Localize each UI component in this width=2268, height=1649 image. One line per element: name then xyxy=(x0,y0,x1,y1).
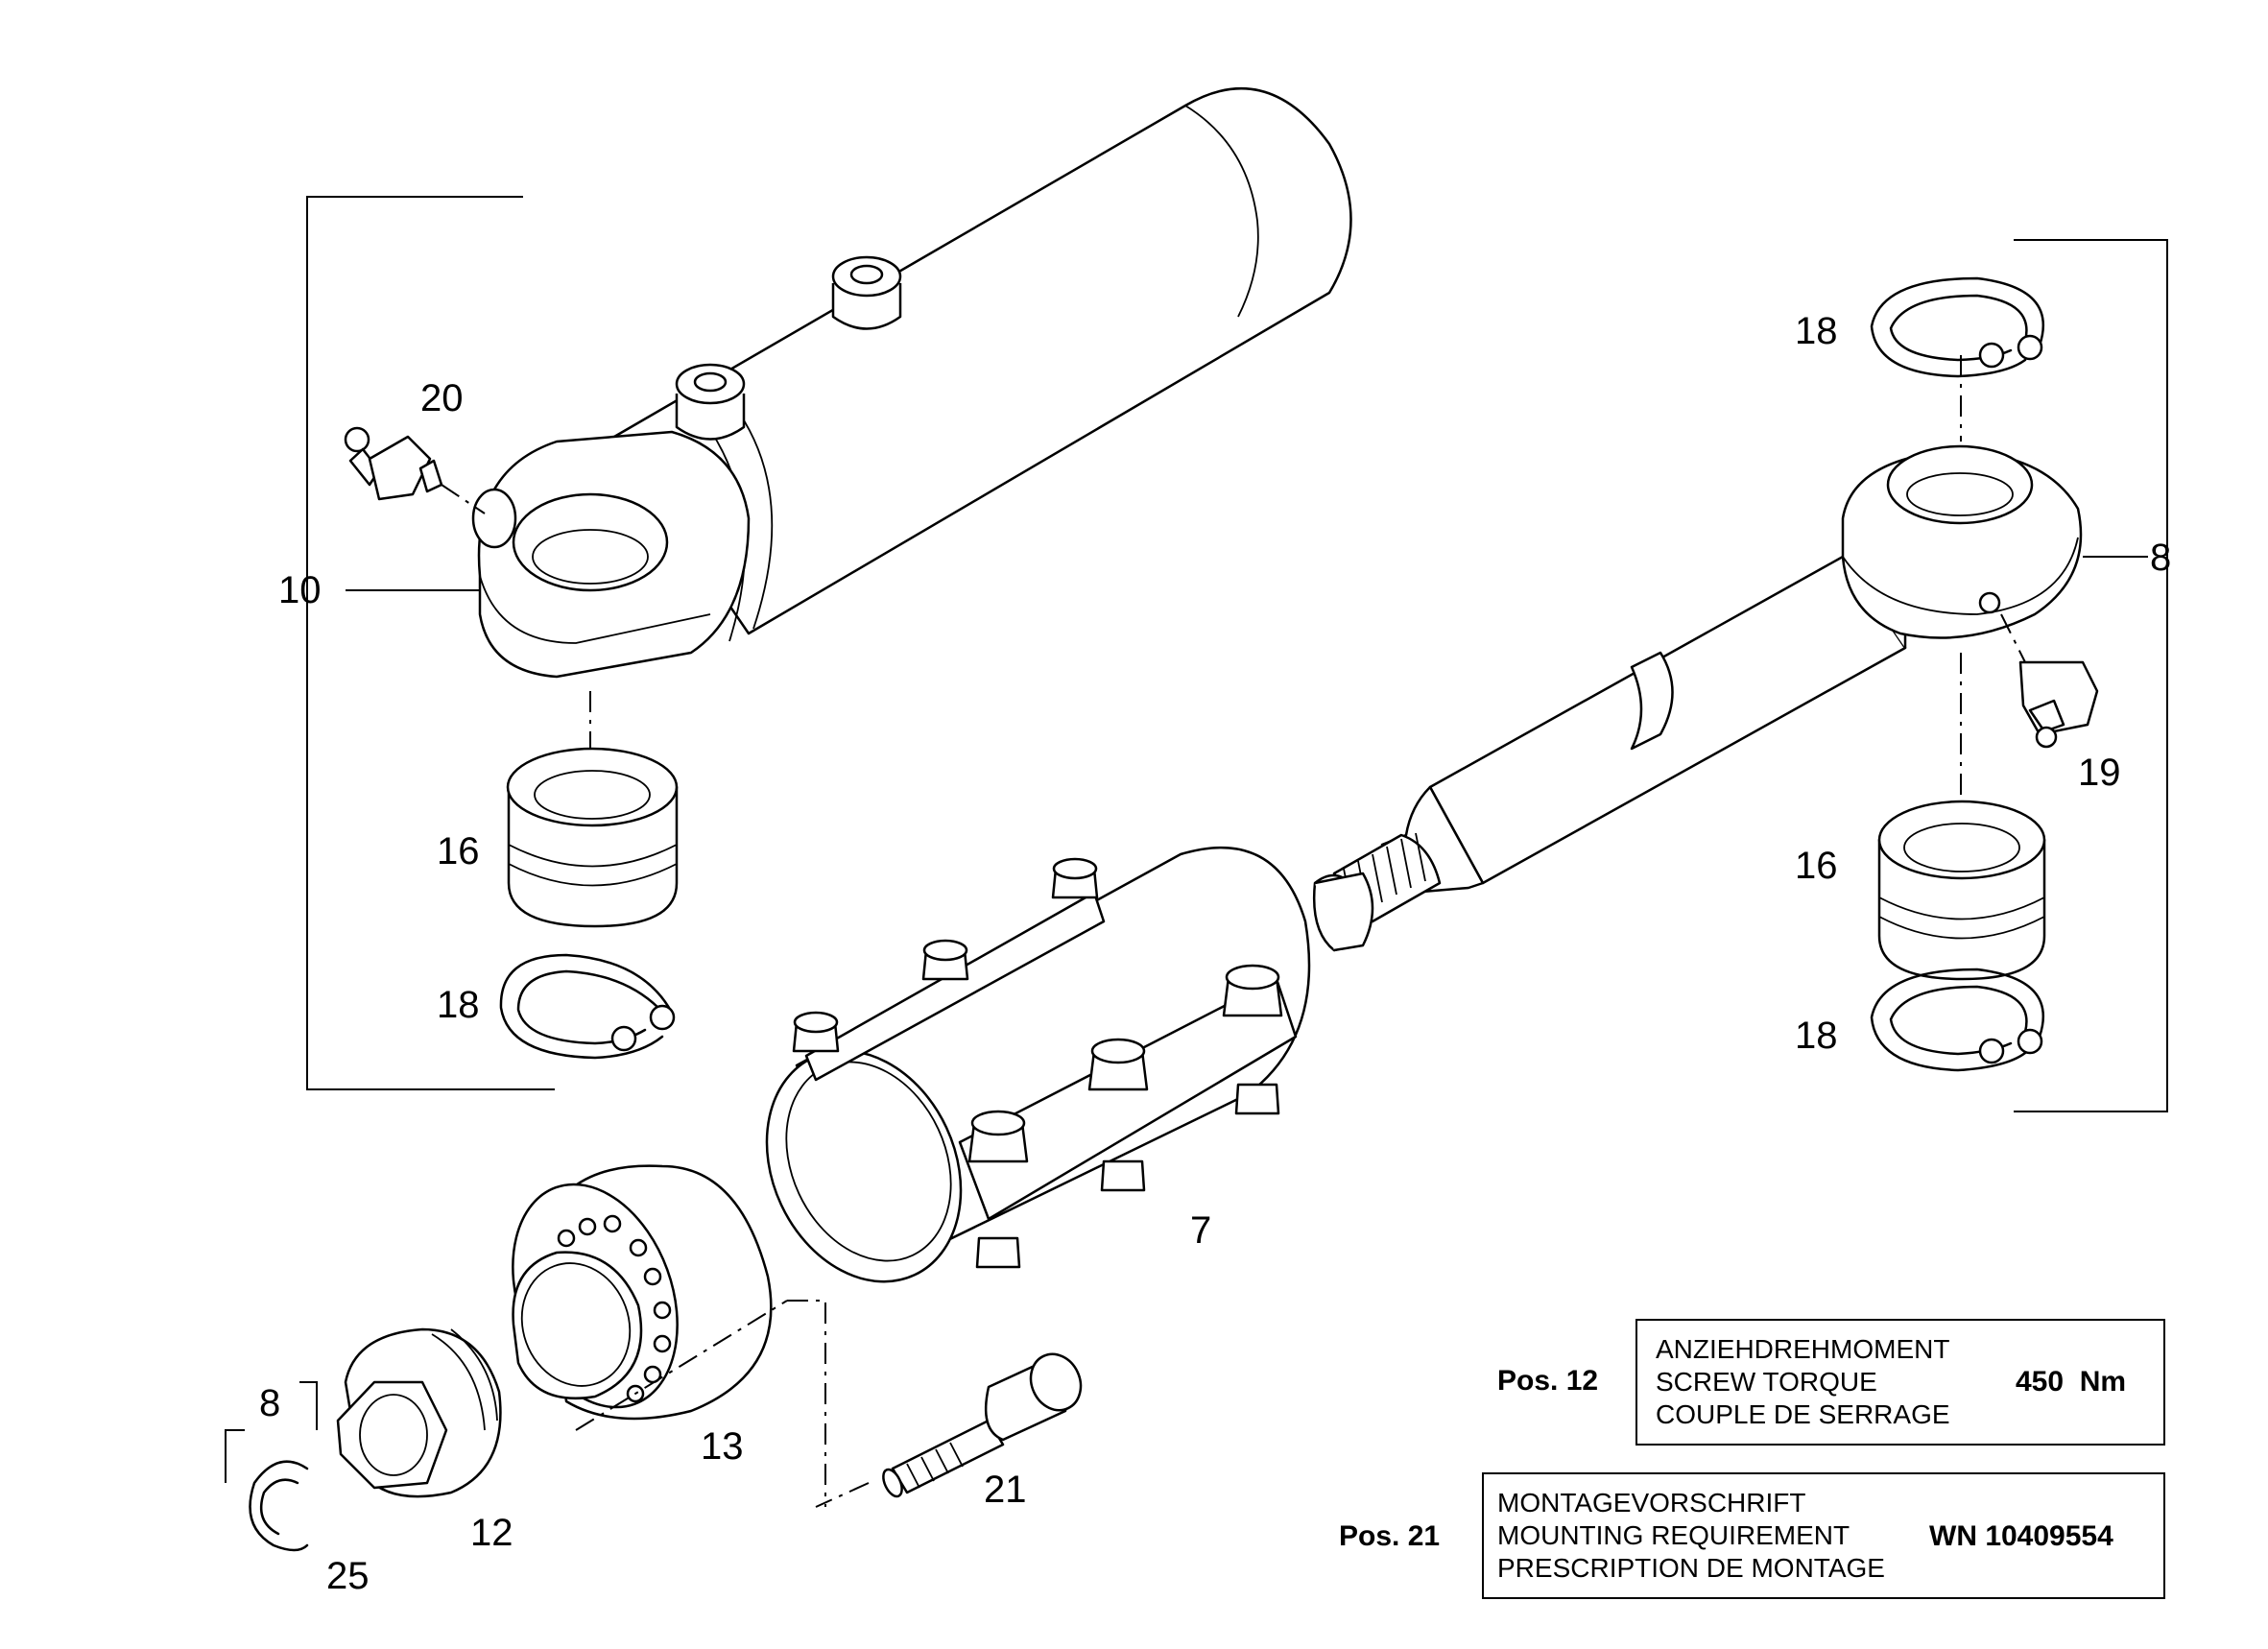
torque-note-line3: COUPLE DE SERRAGE xyxy=(1656,1399,1950,1429)
callout-20: 20 xyxy=(420,377,464,419)
mounting-note-line3: PRESCRIPTION DE MONTAGE xyxy=(1497,1553,1885,1583)
bushing-16-right xyxy=(1877,800,2046,981)
callout-21: 21 xyxy=(984,1469,1027,1511)
snap-ring-18-left xyxy=(499,953,676,1060)
piston-13 xyxy=(512,1164,788,1431)
callout-18-left: 18 xyxy=(437,984,480,1026)
mounting-note-box xyxy=(1482,1472,2165,1599)
callout-16-right: 16 xyxy=(1795,845,1838,887)
bracket-right-group xyxy=(2014,239,2168,1112)
snap-ring-18-right-bottom xyxy=(1870,968,2044,1072)
mounting-note: Pos. 21 MONTAGEVORSCHRIFT MOUNTING REQUI… xyxy=(1339,1472,2165,1599)
axis-line-piston-bolt xyxy=(787,1300,826,1507)
torque-note-pos: Pos. 12 xyxy=(1497,1365,1598,1397)
bracket-8-right xyxy=(299,1381,318,1430)
nut-12 xyxy=(336,1327,502,1498)
piston-rod-8 xyxy=(1313,444,2083,952)
torque-note-line1: ANZIEHDREHMOMENT xyxy=(1656,1334,1949,1364)
callout-10: 10 xyxy=(278,569,322,611)
callout-25: 25 xyxy=(326,1555,370,1597)
callout-18-right-top: 18 xyxy=(1795,310,1838,352)
callout-8-rod: 8 xyxy=(2150,537,2171,579)
bolt-21 xyxy=(815,1352,1083,1508)
callout-12: 12 xyxy=(470,1512,513,1554)
bushing-16-left xyxy=(506,747,679,928)
mounting-note-line1: MONTAGEVORSCHRIFT xyxy=(1497,1488,1805,1518)
mounting-note-pos: Pos. 21 xyxy=(1339,1520,1440,1552)
torque-note-line2: SCREW TORQUE xyxy=(1656,1367,1877,1397)
callout-19: 19 xyxy=(2078,752,2121,794)
torque-note-box xyxy=(1635,1319,2165,1446)
circlip-25 xyxy=(249,1460,309,1552)
callout-8-ring: 8 xyxy=(259,1382,280,1424)
callout-7: 7 xyxy=(1190,1209,1211,1252)
snap-ring-18-right-top xyxy=(1870,276,2044,378)
torque-note: Pos. 12 ANZIEHDREHMOMENT SCREW TORQUE CO… xyxy=(1497,1319,2165,1446)
callout-16-left: 16 xyxy=(437,830,480,872)
mounting-note-line2: MOUNTING REQUIREMENT xyxy=(1497,1520,1850,1550)
torque-note-value: 450 Nm xyxy=(2016,1366,2126,1398)
cylinder-barrel xyxy=(471,86,1352,679)
grease-nipple-19 xyxy=(2000,613,2099,749)
clamp-sleeve-7 xyxy=(765,846,1311,1283)
bracket-left-group xyxy=(306,196,555,1090)
mounting-note-value: WN 10409554 xyxy=(1929,1520,2113,1552)
bracket-8-left xyxy=(225,1429,245,1483)
callout-13: 13 xyxy=(701,1425,744,1468)
callout-18-right-bottom: 18 xyxy=(1795,1015,1838,1057)
grease-nipple-20 xyxy=(344,426,486,514)
